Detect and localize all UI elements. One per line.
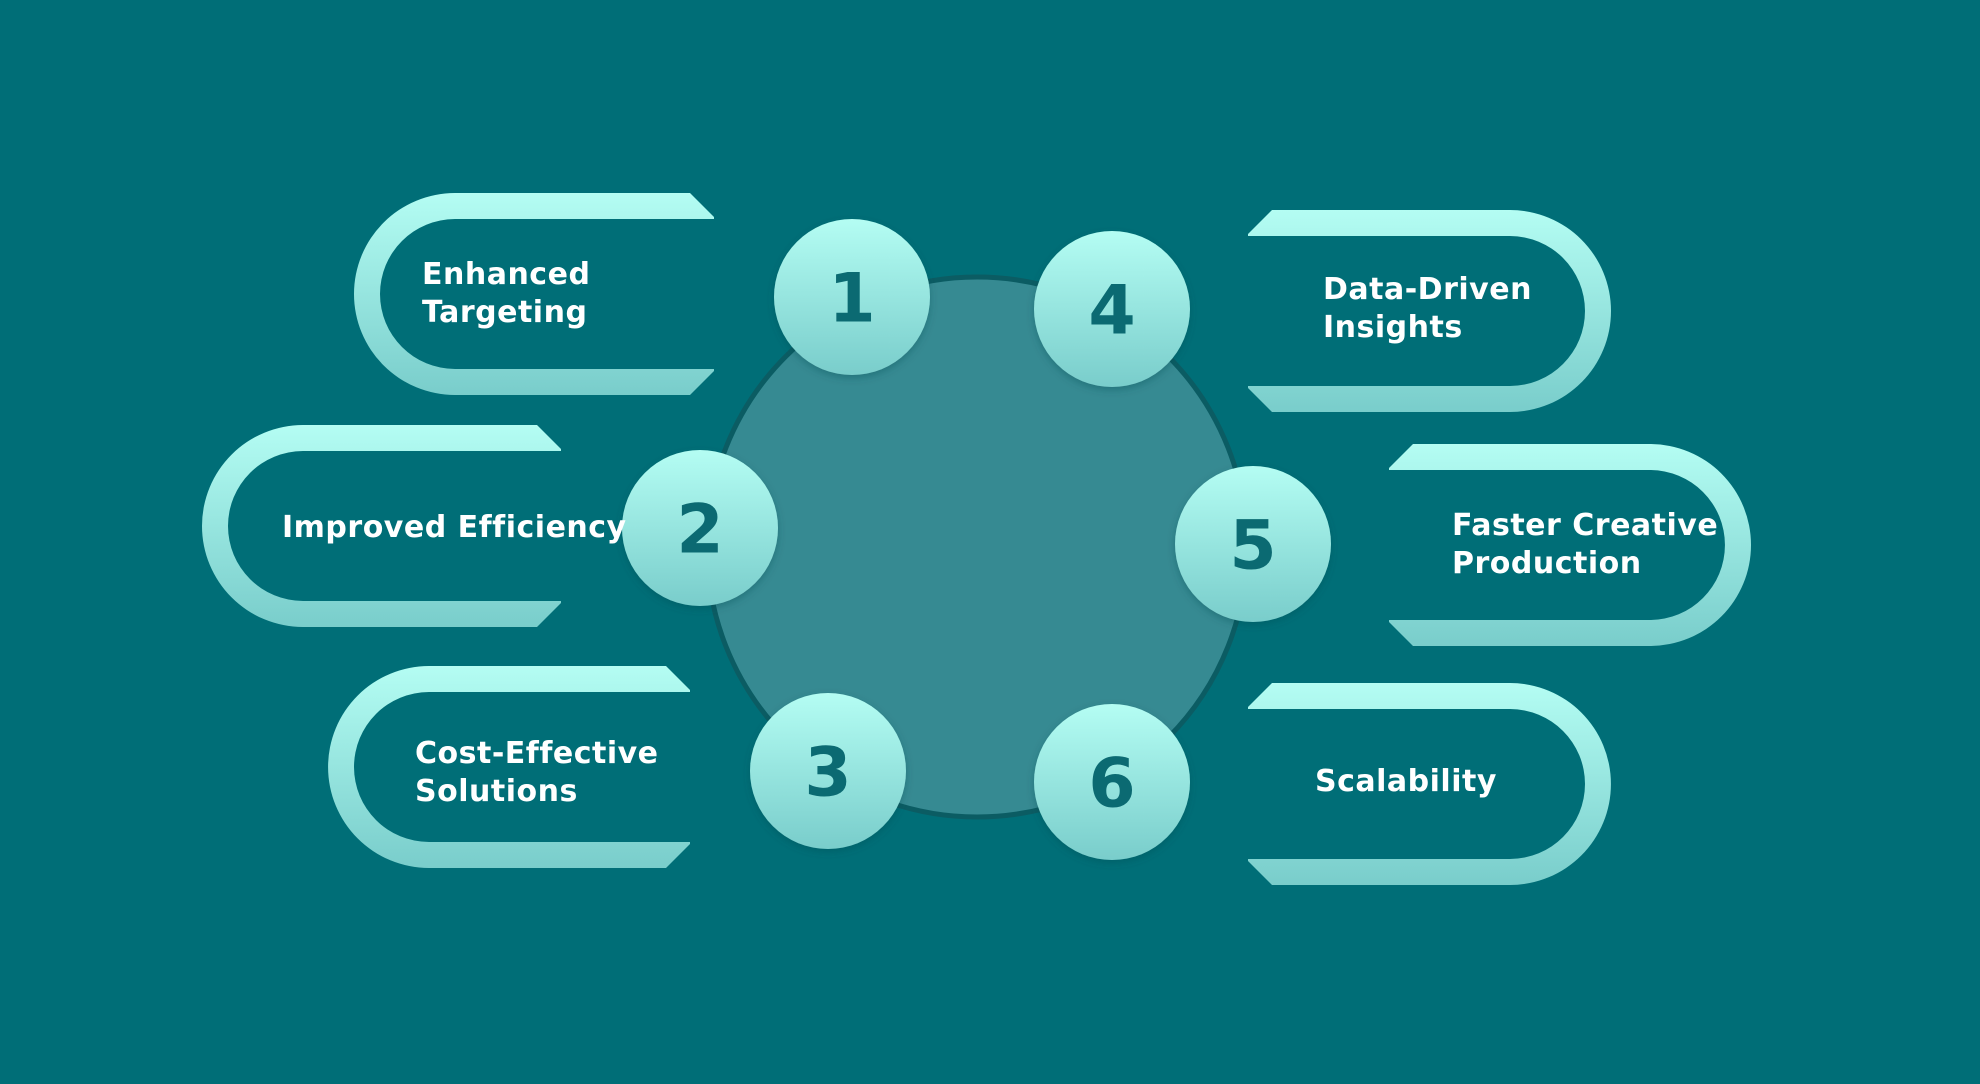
step-1-label-line: Enhanced bbox=[422, 257, 591, 292]
step-3-badge-circle bbox=[750, 693, 906, 849]
step-6-badge: 6 bbox=[1034, 704, 1190, 860]
step-4-badge: 4 bbox=[1034, 231, 1190, 387]
step-3-label-line: Solutions bbox=[415, 774, 578, 809]
step-3-number: 3 bbox=[804, 734, 851, 813]
step-2-label: Improved Efficiency bbox=[282, 468, 627, 588]
step-4-badge-circle bbox=[1034, 231, 1190, 387]
step-1-label-line: Targeting bbox=[422, 295, 588, 330]
step-1-badge: 1 bbox=[774, 219, 930, 375]
step-1-number: 1 bbox=[828, 260, 875, 339]
step-5-label-line: Production bbox=[1452, 546, 1642, 581]
step-6-label: Scalability bbox=[1315, 722, 1497, 842]
step-5-badge-circle bbox=[1175, 466, 1331, 622]
step-2-badge-circle bbox=[622, 450, 778, 606]
step-5-label-line: Faster Creative bbox=[1452, 508, 1719, 543]
step-6-number: 6 bbox=[1088, 745, 1135, 824]
step-6-badge-circle bbox=[1034, 704, 1190, 860]
step-4-label-line: Data-Driven bbox=[1323, 272, 1532, 307]
step-1-bracket bbox=[354, 193, 714, 395]
step-4-label-line: Insights bbox=[1323, 310, 1463, 345]
step-2-bracket bbox=[202, 425, 561, 627]
step-6-bracket bbox=[1248, 683, 1611, 885]
step-2-badge: 2 bbox=[622, 450, 778, 606]
step-4-bracket bbox=[1248, 210, 1611, 412]
step-6-label-line: Scalability bbox=[1315, 764, 1497, 799]
step-3-label-line: Cost-Effective bbox=[415, 736, 659, 771]
step-5-bracket bbox=[1389, 444, 1751, 646]
step-2-number: 2 bbox=[676, 491, 723, 570]
step-5-number: 5 bbox=[1229, 507, 1276, 586]
step-1-badge-circle bbox=[774, 219, 930, 375]
step-5-badge: 5 bbox=[1175, 466, 1331, 622]
step-3-bracket bbox=[328, 666, 690, 868]
step-4-number: 4 bbox=[1088, 272, 1135, 351]
step-2-label-line: Improved Efficiency bbox=[282, 510, 627, 545]
step-3-badge: 3 bbox=[750, 693, 906, 849]
